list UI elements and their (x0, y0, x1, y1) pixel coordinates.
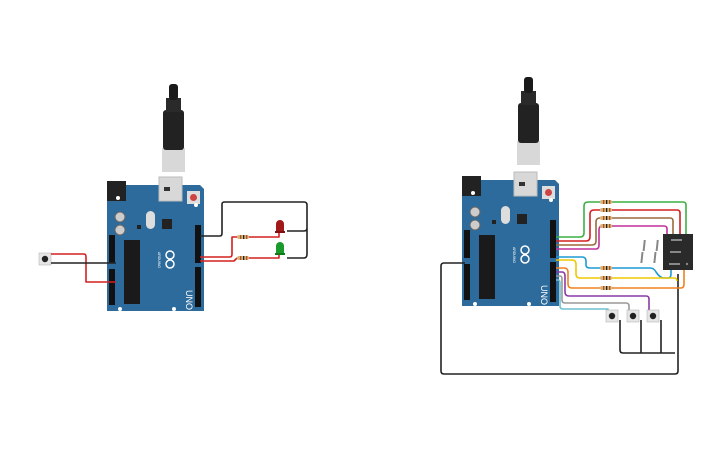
wire-red-led2[interactable] (200, 254, 280, 262)
pushbutton-icon[interactable] (626, 309, 640, 323)
wire-yellow[interactable] (556, 259, 678, 282)
resistor-icon[interactable] (237, 235, 249, 239)
resistor-icon[interactable] (237, 256, 249, 260)
wire-black-buttons[interactable] (619, 320, 675, 354)
wire-red[interactable] (556, 209, 681, 242)
led-red-icon[interactable] (275, 220, 285, 233)
board-model-label: UNO (184, 290, 194, 310)
pushbutton-icon[interactable] (605, 309, 619, 323)
resistor-icon[interactable] (600, 276, 612, 280)
board-brand-label: ARDUINO (512, 247, 516, 263)
resistor-icon[interactable] (600, 286, 612, 290)
wire-gray[interactable] (556, 275, 630, 310)
resistor-icon[interactable] (600, 224, 612, 228)
arduino-board-2[interactable]: UNO ARDUINO (461, 77, 560, 307)
usb-cable-icon (162, 84, 185, 172)
wire-orange[interactable] (556, 267, 685, 289)
wire-red-led1[interactable] (200, 232, 280, 258)
resistor-icon[interactable] (600, 216, 612, 220)
wire-purple[interactable] (556, 271, 650, 310)
wire-red[interactable] (51, 253, 116, 283)
resistor-icon[interactable] (600, 208, 612, 212)
wire-blue[interactable] (556, 256, 672, 279)
usb-cable-icon (517, 77, 540, 165)
board-brand-label: ARDUINO (157, 252, 161, 268)
pushbutton-icon[interactable] (38, 252, 52, 266)
resistor-icon[interactable] (600, 266, 612, 270)
wire-cyan[interactable] (556, 279, 609, 310)
led-green-icon[interactable] (275, 242, 285, 255)
wire-green[interactable] (556, 201, 687, 238)
arduino-board-1[interactable]: UNO ARDUINO (106, 84, 205, 312)
seven-segment-display-icon[interactable] (640, 234, 693, 270)
pushbutton-icon[interactable] (646, 309, 660, 323)
wire-black-ground[interactable] (440, 262, 679, 375)
resistor-icon[interactable] (600, 200, 612, 204)
wire-brown[interactable] (556, 217, 674, 246)
wire-black-ground[interactable] (200, 201, 308, 259)
board-model-label: UNO (539, 285, 549, 305)
